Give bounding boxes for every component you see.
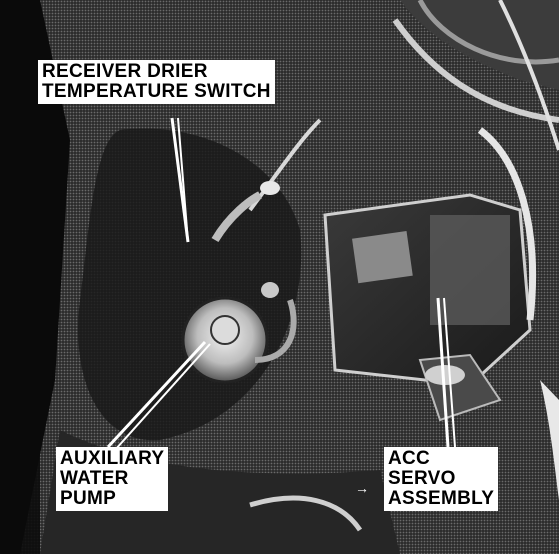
auxiliary-pump-label-line-2: WATER xyxy=(60,468,129,489)
right-hose xyxy=(477,127,536,321)
pump-bracket xyxy=(254,299,297,363)
acc-servo-label-line-1: ACC xyxy=(388,448,431,469)
round-object-lower xyxy=(425,365,465,385)
pointer-acc-servo-inner xyxy=(443,297,456,448)
receiver-drier-label: RECEIVER DRIER TEMPERATURE SWITCH xyxy=(38,60,275,104)
pointer-aux-pump xyxy=(106,340,207,449)
acc-servo-label: ACC SERVO ASSEMBLY xyxy=(384,447,499,511)
fitting-2 xyxy=(261,282,279,298)
pointer-receiver-drier-inner xyxy=(177,117,189,243)
pipe-curve xyxy=(211,191,262,243)
pointer-aux-pump-inner xyxy=(114,343,211,451)
receiver-drier-label-line-2: TEMPERATURE SWITCH xyxy=(42,81,271,102)
pointer-acc-servo xyxy=(436,297,450,448)
hose-1 xyxy=(392,18,559,123)
acc-servo-label-line-2: SERVO xyxy=(388,468,456,489)
fitting-1 xyxy=(260,181,280,195)
aux-pump-center xyxy=(210,315,240,345)
acc-servo-label-line-3: ASSEMBLY xyxy=(388,488,495,509)
hose-2 xyxy=(417,0,559,65)
servo-bright-face xyxy=(430,215,510,325)
receiver-drier-label-line-1: RECEIVER DRIER xyxy=(42,61,208,82)
hose-3 xyxy=(498,0,559,151)
auxiliary-pump-label-line-3: PUMP xyxy=(60,488,117,509)
small-arrow-mark: → xyxy=(355,480,369,496)
auxiliary-pump-label-line-1: AUXILIARY xyxy=(60,448,165,469)
servo-label-plate xyxy=(352,231,413,284)
lower-curve xyxy=(249,495,363,532)
auxiliary-pump-label: AUXILIARY WATER PUMP xyxy=(56,447,169,511)
fender-edge xyxy=(0,0,70,554)
bright-edge-right xyxy=(540,380,559,500)
